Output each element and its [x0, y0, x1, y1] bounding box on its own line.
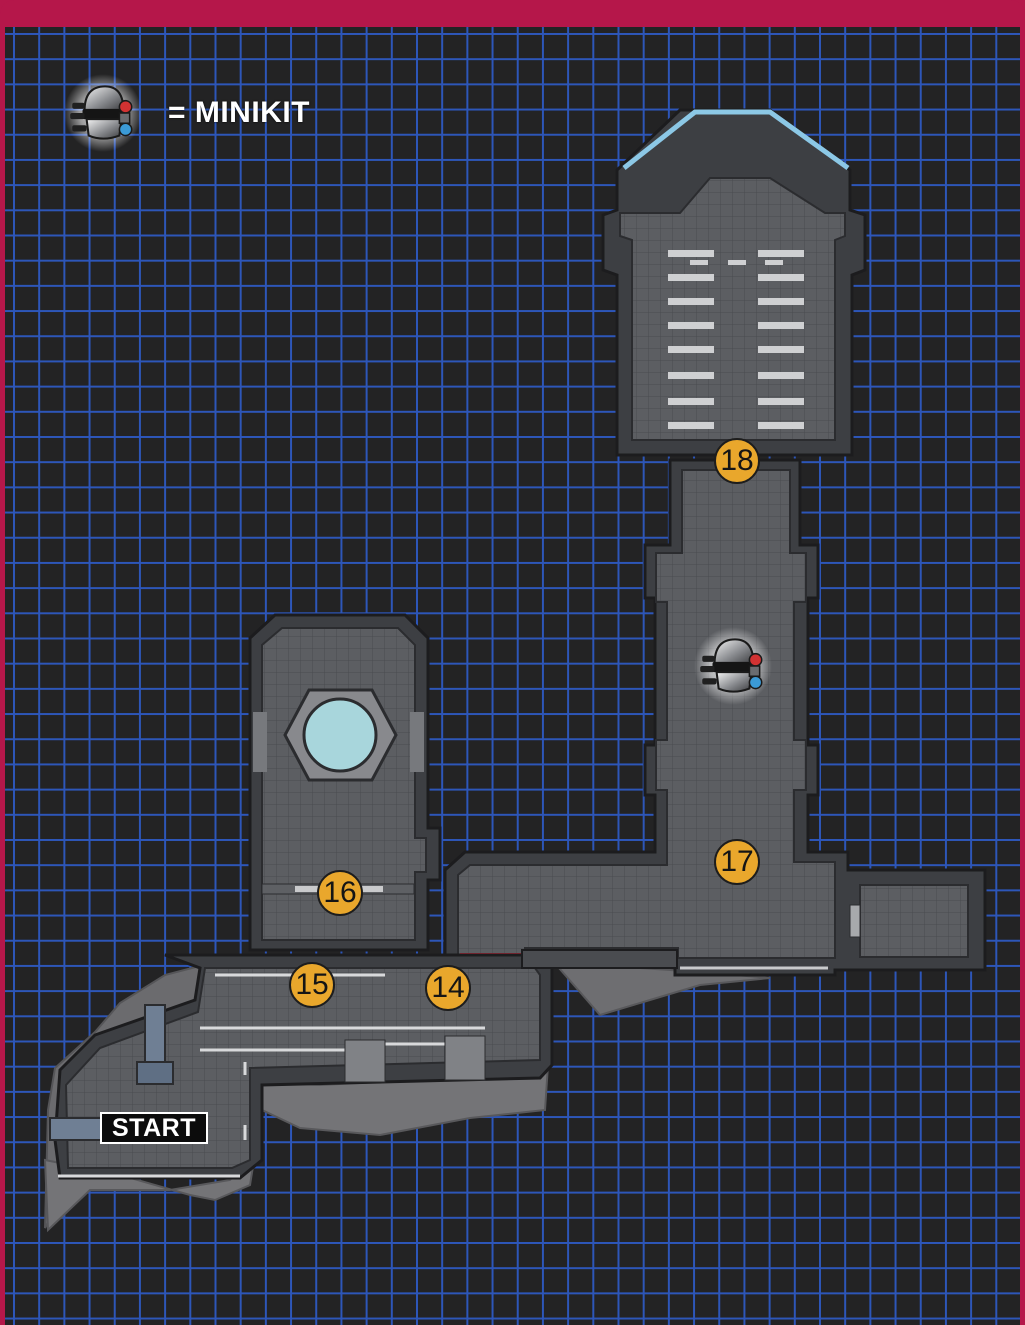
window-top: [622, 109, 850, 171]
corridor-floor: [457, 469, 836, 959]
marker-15[interactable]: 15: [289, 962, 335, 1008]
marker-18[interactable]: 18: [714, 438, 760, 484]
marker-16[interactable]: 16: [317, 870, 363, 916]
bridge-ledge: [521, 949, 678, 969]
bench-rows: [668, 250, 804, 429]
porthole-window: [302, 697, 378, 773]
wall-panel-right: [410, 712, 424, 772]
wall-panel-left: [253, 712, 267, 772]
entry-walkway: [49, 1117, 103, 1141]
start-label[interactable]: START: [100, 1112, 208, 1144]
stairs: [344, 1035, 486, 1083]
level-map: = MINIKIT START 18 17 16 15 14: [5, 27, 1020, 1325]
legend-label: = MINIKIT: [168, 96, 311, 129]
marker-17[interactable]: 17: [714, 839, 760, 885]
minikit-icon[interactable]: [693, 626, 773, 706]
minikit-icon: [63, 73, 143, 153]
side-room-floor: [859, 884, 969, 958]
room-hall-top-floor: [619, 177, 846, 441]
side-door: [849, 904, 861, 938]
marker-14[interactable]: 14: [425, 965, 471, 1011]
pillar-base: [136, 1061, 174, 1085]
platform-markings: [58, 973, 485, 1178]
